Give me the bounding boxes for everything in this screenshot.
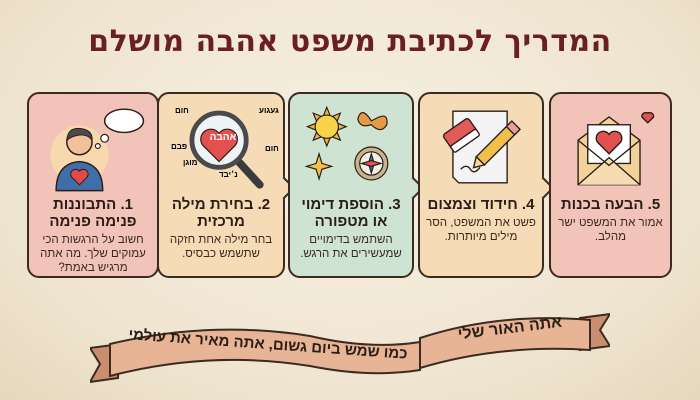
step-text: 5. הבעה בכנות אמור את המשפט ישר מהלב. xyxy=(555,196,666,244)
step-card-3: 3. הוספת דימוי או מטפורה השתמש בדימויים … xyxy=(288,92,425,278)
step-text: 2. בחירת מילה מרכזית בחר מילה אחת חזקה ש… xyxy=(163,196,279,261)
step-card-5: 5. הבעה בכנות אמור את המשפט ישר מהלב. xyxy=(549,92,672,278)
word: געגוע xyxy=(259,106,279,115)
word: נ׳יבד xyxy=(219,170,238,179)
step-text: 1. התבוננות פנימה פנימה חשוב על הרגשות ה… xyxy=(33,196,153,275)
step-body: אמור את המשפט ישר מהלב. xyxy=(558,217,663,243)
step-body: השתמש בדימויים שמעשירים את הרגש. xyxy=(300,234,402,260)
step-text: 3. הוספת דימוי או מטפורה השתמש בדימויים … xyxy=(294,196,408,261)
center-word: אהבה xyxy=(209,132,237,143)
step-card-4: 4. חידוד וצמצום פשט את המשפט, הסר מילים … xyxy=(418,92,555,278)
magnifier-heart-icon xyxy=(189,110,264,189)
envelope-heart-icon xyxy=(577,111,655,186)
word: פבם xyxy=(171,142,188,151)
step-body: בחר מילה אחת חזקה שתשמש כבסיס. xyxy=(169,234,273,260)
person-heart-thought-icon xyxy=(50,108,145,192)
step-title: 4. חידוד וצמצום xyxy=(427,196,535,213)
step-title: 3. הוספת דימוי או מטפורה xyxy=(301,196,401,230)
step-title: 1. התבוננות פנימה פנימה xyxy=(49,196,137,230)
pencil-eraser-icon xyxy=(442,110,522,184)
step-title: 5. הבעה בכנות xyxy=(560,196,661,213)
word: חום xyxy=(265,144,279,153)
step-body: פשט את המשפט, הסר מילים מיותרות. xyxy=(426,217,536,243)
step-body: חשוב על הרגשות הכי עמוקים שלך. מה אתה מר… xyxy=(40,234,146,274)
step-text: 4. חידוד וצמצום פשט את המשפט, הסר מילים … xyxy=(424,196,538,244)
quote-ribbon xyxy=(90,312,610,384)
word: מוגן xyxy=(183,158,198,167)
page-title: המדריך לכתיבת משפט אהבה מושלם xyxy=(88,24,612,59)
sun-butterfly-compass-icon xyxy=(304,105,389,181)
word: חום xyxy=(175,106,189,115)
step-card-2: אהבה געגוע חום חום פבם מוגן נ׳יבד 2. בחי… xyxy=(157,92,296,278)
step-title: 2. בחירת מילה מרכזית xyxy=(171,196,271,230)
step-card-1: 1. התבוננות פנימה פנימה חשוב על הרגשות ה… xyxy=(27,92,170,278)
